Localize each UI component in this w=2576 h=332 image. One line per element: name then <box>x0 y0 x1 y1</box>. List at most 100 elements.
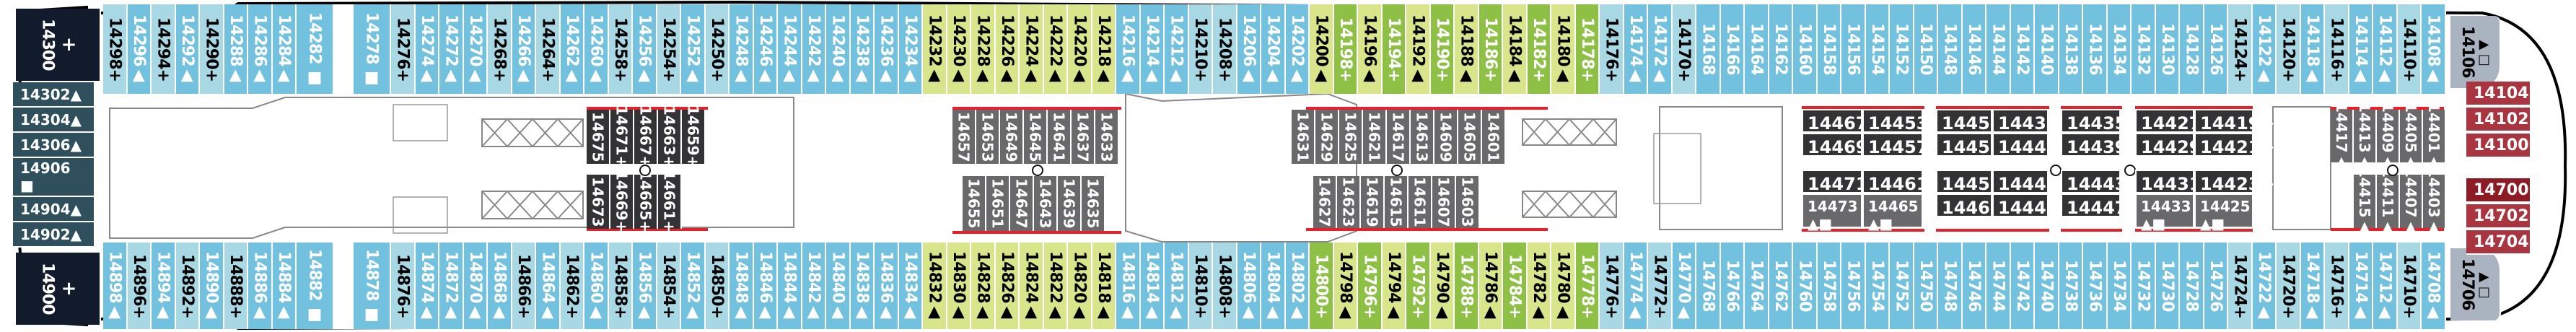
cabin[interactable]: 14184▲ <box>1503 4 1528 94</box>
cabin[interactable]: 14872▲ <box>439 243 464 329</box>
cabin[interactable]: 14784+ <box>1503 243 1528 329</box>
cabin[interactable]: 14128 <box>2180 4 2204 94</box>
cabin[interactable]: 14850+ <box>705 243 730 329</box>
inside-cabin[interactable]: 14653 <box>976 110 1000 164</box>
inside-cabin[interactable]: 14409▲ <box>2377 102 2400 170</box>
inside-cabin[interactable]: 14447+ <box>2061 193 2142 218</box>
cabin[interactable]: 14748 <box>1938 243 1963 329</box>
cabin[interactable]: 14722▲ <box>2252 243 2277 329</box>
cabin[interactable]: 14284▲ <box>272 4 297 94</box>
aft-cabin[interactable]: 14306▲ <box>13 133 94 158</box>
cabin[interactable]: 14234▲ <box>898 4 923 94</box>
inside-cabin[interactable]: 14405▲ <box>2400 102 2423 170</box>
cabin[interactable]: 14800+ <box>1310 243 1334 329</box>
cabin[interactable]: 14884▲ <box>272 243 297 329</box>
cabin[interactable]: 14206▲ <box>1237 4 1261 94</box>
inside-cabin[interactable]: 14463+ <box>1936 193 2017 218</box>
inside-cabin[interactable]: 14423+ <box>2194 170 2275 194</box>
inside-cabin[interactable]: 14613 <box>1411 110 1434 164</box>
cabin[interactable]: 14232▲ <box>923 4 947 94</box>
cabin[interactable]: 14758 <box>1817 243 1841 329</box>
inside-cabin[interactable]: 14631 <box>1292 110 1315 164</box>
inside-cabin[interactable]: 14663+ <box>658 105 682 168</box>
cabin[interactable]: 14858+ <box>608 243 633 329</box>
cabin[interactable]: 14814▲ <box>1140 243 1165 329</box>
inside-cabin[interactable]: 14623 <box>1337 176 1361 228</box>
inside-cabin[interactable]: 14459+ <box>1936 170 2017 194</box>
cabin[interactable]: 14874▲ <box>415 243 439 329</box>
cabin[interactable]: 14240▲ <box>826 4 851 94</box>
cabin[interactable]: 14212▲ <box>1165 4 1189 94</box>
cabin[interactable]: 14754 <box>1865 243 1890 329</box>
cabin[interactable]: 14182+ <box>1527 4 1551 94</box>
cabin[interactable]: 14144 <box>1986 4 2011 94</box>
inside-cabin[interactable]: 14439+ <box>2061 133 2142 157</box>
cabin[interactable]: 14268+ <box>488 4 512 94</box>
cabin[interactable]: 14804▲ <box>1261 243 1286 329</box>
cabin[interactable]: 14728 <box>2180 243 2204 329</box>
cabin[interactable]: 14242▲ <box>802 4 826 94</box>
cabin[interactable]: 14108▲ <box>2422 4 2446 94</box>
inside-cabin[interactable]: 14643 <box>1034 176 1058 231</box>
cabin[interactable]: 14296▲ <box>127 4 152 94</box>
cabin[interactable]: 14154 <box>1865 4 1890 94</box>
forward-corner-bottom[interactable]: 14706▶□ <box>2450 248 2501 320</box>
cabin[interactable]: 14216▲ <box>1116 4 1141 94</box>
cabin[interactable]: 14258+ <box>608 4 633 94</box>
cabin[interactable]: 14294+ <box>152 4 176 94</box>
cabin[interactable]: 14868▲ <box>488 243 512 329</box>
inside-cabin[interactable]: 14655 <box>963 176 986 231</box>
cabin[interactable]: 14192▲ <box>1406 4 1431 94</box>
inside-cabin[interactable]: 14639 <box>1058 176 1082 231</box>
cabin[interactable]: 14264+ <box>536 4 561 94</box>
inside-cabin[interactable]: 14457+ <box>1862 133 1943 157</box>
cabin[interactable]: 14148 <box>1938 4 1963 94</box>
cabin[interactable]: 14260▲ <box>584 4 609 94</box>
cabin[interactable]: 14130 <box>2155 4 2180 94</box>
cabin[interactable]: 14166 <box>1720 4 1745 94</box>
cabin[interactable]: 14862+ <box>560 243 584 329</box>
cabin[interactable]: 14172▲ <box>1648 4 1673 94</box>
cabin[interactable]: 14796+ <box>1358 243 1383 329</box>
inside-cabin[interactable]: 14607 <box>1432 176 1456 228</box>
inside-cabin[interactable]: 14673 <box>587 175 610 229</box>
cabin[interactable]: 14890▲ <box>200 243 224 329</box>
cabin[interactable]: 14134 <box>2107 4 2132 94</box>
cabin[interactable]: 14228▲ <box>971 4 996 94</box>
cabin[interactable]: 14764 <box>1745 243 1769 329</box>
inside-cabin[interactable]: 14635 <box>1082 176 1105 231</box>
cabin[interactable]: 14830▲ <box>947 243 971 329</box>
inside-cabin[interactable]: 14605 <box>1458 110 1482 164</box>
cabin[interactable]: 14736 <box>2083 243 2108 329</box>
cabin[interactable]: 14230▲ <box>947 4 971 94</box>
cabin[interactable]: 14158 <box>1817 4 1841 94</box>
cabin[interactable]: 14170+ <box>1672 4 1696 94</box>
cabin[interactable]: 14756 <box>1841 243 1866 329</box>
cabin[interactable]: 14822▲ <box>1043 243 1068 329</box>
cabin[interactable]: 14774▲ <box>1624 243 1648 329</box>
inside-cabin[interactable]: 14429+ <box>2135 133 2216 157</box>
cabin[interactable]: 14114▲ <box>2349 4 2373 94</box>
cabin[interactable]: 14892+ <box>175 243 200 329</box>
cabin[interactable]: 14176+ <box>1600 4 1624 94</box>
inside-cabin[interactable]: 14433 ▲■ <box>2135 193 2194 232</box>
cabin[interactable]: 14770▲ <box>1672 243 1696 329</box>
cabin[interactable]: 14220▲ <box>1068 4 1092 94</box>
cabin[interactable]: 14204▲ <box>1261 4 1286 94</box>
cabin[interactable]: 14818▲ <box>1092 243 1116 329</box>
cabin[interactable]: 14126 <box>2204 4 2228 94</box>
inside-cabin[interactable]: 14415▲ <box>2354 167 2377 235</box>
cabin[interactable]: 14810+ <box>1188 243 1213 329</box>
cabin[interactable]: 14194+ <box>1382 4 1406 94</box>
cabin[interactable]: 14278 ■ <box>354 4 391 94</box>
cabin[interactable]: 14266▲ <box>512 4 536 94</box>
inside-cabin[interactable]: 14449+ <box>1992 193 2073 218</box>
cabin[interactable]: 14792+ <box>1406 243 1431 329</box>
cabin[interactable]: 14870▲ <box>463 243 488 329</box>
inside-cabin[interactable]: 14647 <box>1010 176 1034 231</box>
cabin[interactable]: 14834▲ <box>898 243 923 329</box>
cabin[interactable]: 14840▲ <box>826 243 851 329</box>
cabin[interactable]: 14788+ <box>1455 243 1479 329</box>
cabin[interactable]: 14856▲ <box>633 243 657 329</box>
inside-cabin[interactable]: 14675 <box>587 110 610 164</box>
